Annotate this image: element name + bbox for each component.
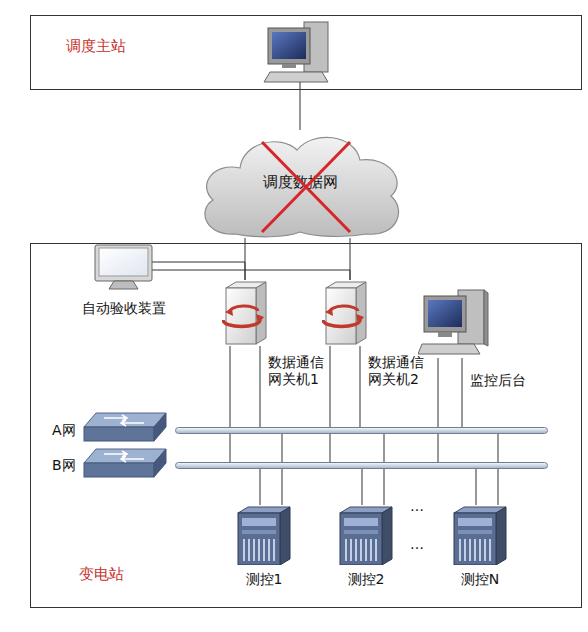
- network-cloud: 调度数据网: [195, 130, 405, 238]
- node-label: 调度数据网: [195, 174, 405, 191]
- substation-box: 变电站自动验收装置数据通信 网关机1数据通信 网关机2监控后台A网B网测控1测控…: [30, 243, 582, 608]
- pc-keyboard: [264, 72, 328, 82]
- monitor-screen: [99, 248, 148, 276]
- monitor-bezel: [95, 245, 152, 281]
- server-icon: [323, 282, 366, 344]
- network-bus: A网: [175, 427, 548, 434]
- connector-line: [260, 469, 261, 505]
- node-label: A网: [52, 422, 76, 439]
- gateway-server: 数据通信 网关机2: [322, 280, 368, 346]
- connector-line: [462, 358, 463, 427]
- pc-cable: [300, 82, 301, 90]
- control-unit: 测控1: [236, 505, 292, 565]
- connector-line: [498, 434, 499, 505]
- connector-line: [260, 346, 261, 427]
- rack-icon: [454, 507, 506, 565]
- connector-line: [300, 90, 301, 130]
- connector-line: [330, 346, 331, 462]
- connector-line: [384, 434, 385, 505]
- pc-stand: [282, 64, 296, 68]
- ellipsis-mark: …: [410, 536, 424, 553]
- node-label: 自动验收装置: [78, 300, 169, 317]
- monitor-base: [109, 281, 138, 289]
- pc-tower: [304, 22, 328, 72]
- station-band: 调度主站: [30, 15, 582, 90]
- connector-line: [282, 434, 283, 505]
- connector-line: [476, 469, 477, 505]
- pc-monitor: [268, 28, 310, 64]
- monitor-workstation: 监控后台: [418, 288, 490, 358]
- rack-icon: [340, 507, 392, 565]
- cross-stroke: [262, 142, 350, 232]
- node-label: 数据通信 网关机2: [368, 354, 430, 388]
- gateway-server: 数据通信 网关机1: [222, 280, 268, 346]
- node-label: 变电站: [79, 566, 124, 583]
- network-bus: B网: [175, 462, 548, 469]
- pc-screen: [272, 32, 306, 59]
- node-label: 测控N: [440, 571, 520, 588]
- ellipsis-mark: …: [410, 498, 424, 515]
- connector-line: [230, 346, 231, 462]
- server-icon: [223, 282, 266, 344]
- connector-line: [152, 262, 245, 280]
- switch-icon: [84, 449, 166, 477]
- node-label: 调度主站: [66, 38, 126, 55]
- flat-monitor: [95, 245, 152, 289]
- connector-line: [152, 270, 350, 280]
- cross-stroke: [262, 142, 350, 232]
- switch-icon: [84, 413, 166, 441]
- dispatch-computer: [264, 22, 328, 90]
- control-unit: 测控2: [338, 505, 394, 565]
- cross-mark: [262, 142, 350, 232]
- node-label: 测控1: [224, 571, 304, 588]
- node-label: 监控后台: [470, 372, 526, 389]
- node-label: 数据通信 网关机1: [268, 354, 330, 388]
- connector-line: [360, 346, 361, 427]
- acceptance-device: 自动验收装置: [95, 245, 152, 290]
- computer-icon: [418, 290, 488, 354]
- control-unit: 测控N: [452, 505, 508, 565]
- connector-line: [362, 469, 363, 505]
- connector-line: [438, 358, 439, 462]
- node-label: 测控2: [326, 571, 406, 588]
- rack-icon: [238, 507, 290, 565]
- node-label: B网: [52, 457, 76, 474]
